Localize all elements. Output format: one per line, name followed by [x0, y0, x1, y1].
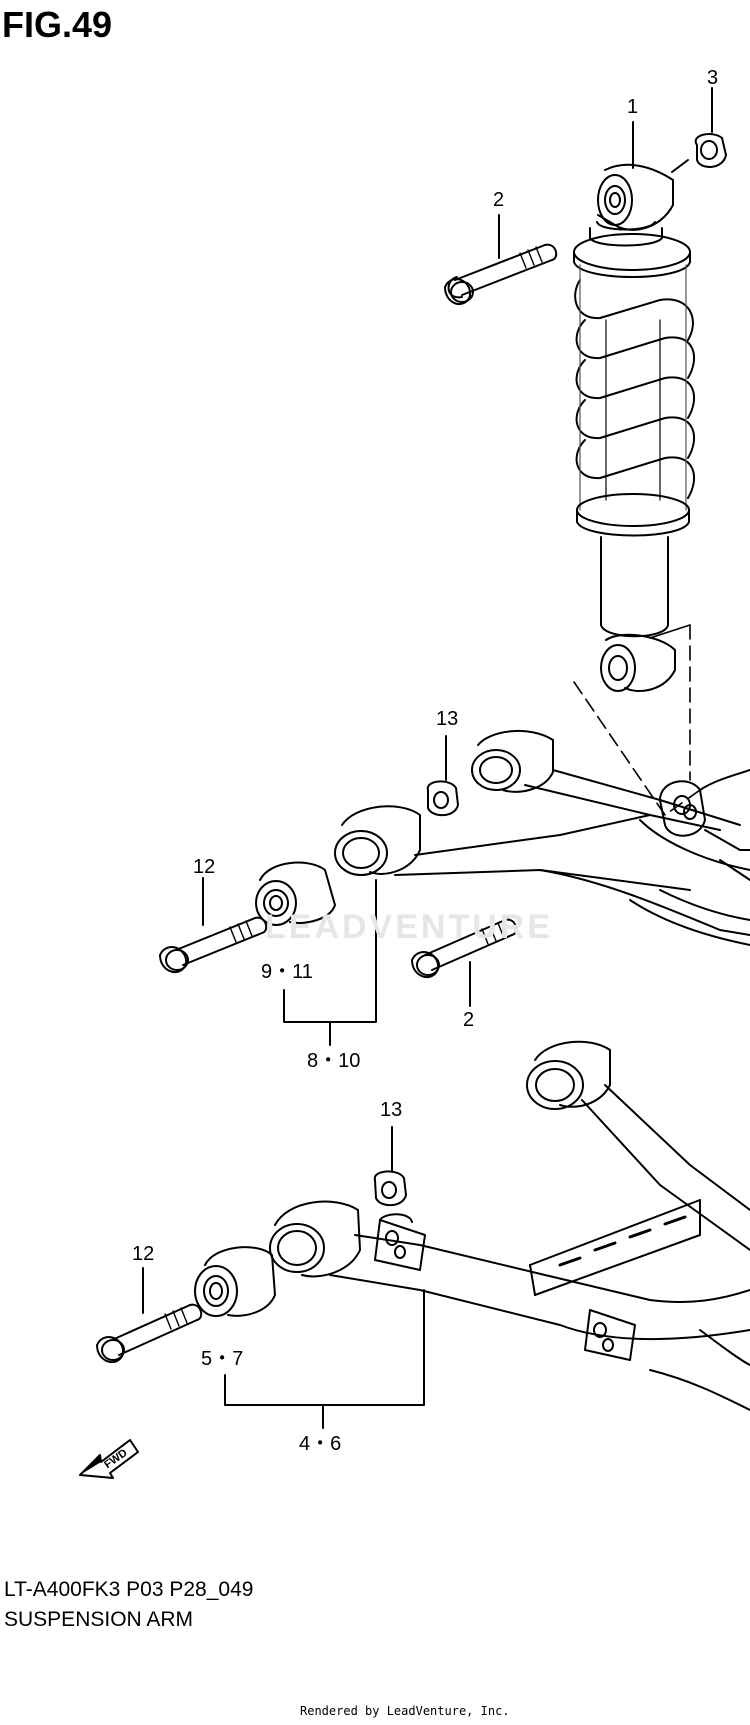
nut	[426, 780, 459, 817]
diagram-caption: SUSPENSION ARM	[4, 1608, 194, 1631]
shock-absorber	[573, 163, 696, 692]
lower-suspension-arm	[269, 1040, 750, 1411]
model-code: LT-A400FK3 P03 P28_049	[4, 1578, 254, 1601]
bushing	[255, 861, 336, 926]
callout-2-top[interactable]: 2	[493, 189, 505, 211]
nut	[373, 1170, 407, 1207]
upper-suspension-arm	[334, 729, 750, 946]
callout-8-10[interactable]: 8・10	[307, 1050, 361, 1072]
callout-13-lower[interactable]: 13	[380, 1099, 403, 1121]
callout-9-11[interactable]: 9・11	[261, 961, 313, 983]
figure-title: FIG.49	[2, 4, 113, 45]
bolt	[411, 918, 518, 979]
callout-12-upper[interactable]: 12	[193, 856, 216, 878]
callout-4-6[interactable]: 4・6	[299, 1433, 342, 1455]
fwd-arrow-icon: FWD	[79, 1439, 139, 1479]
callout-13-upper[interactable]: 13	[436, 708, 459, 730]
callout-5-7[interactable]: 5・7	[201, 1348, 244, 1370]
nut	[694, 133, 727, 168]
bushing	[194, 1246, 276, 1317]
watermark: LEADVENTURE	[265, 908, 554, 946]
callout-1[interactable]: 1	[627, 96, 639, 118]
bolt	[444, 243, 558, 306]
callout-3[interactable]: 3	[707, 67, 719, 89]
bolt	[159, 916, 268, 974]
bolt	[96, 1303, 203, 1364]
footer-credit: Rendered by LeadVenture, Inc.	[300, 1704, 510, 1718]
callout-12-lower[interactable]: 12	[132, 1243, 155, 1265]
callout-2-lower[interactable]: 2	[463, 1009, 475, 1031]
